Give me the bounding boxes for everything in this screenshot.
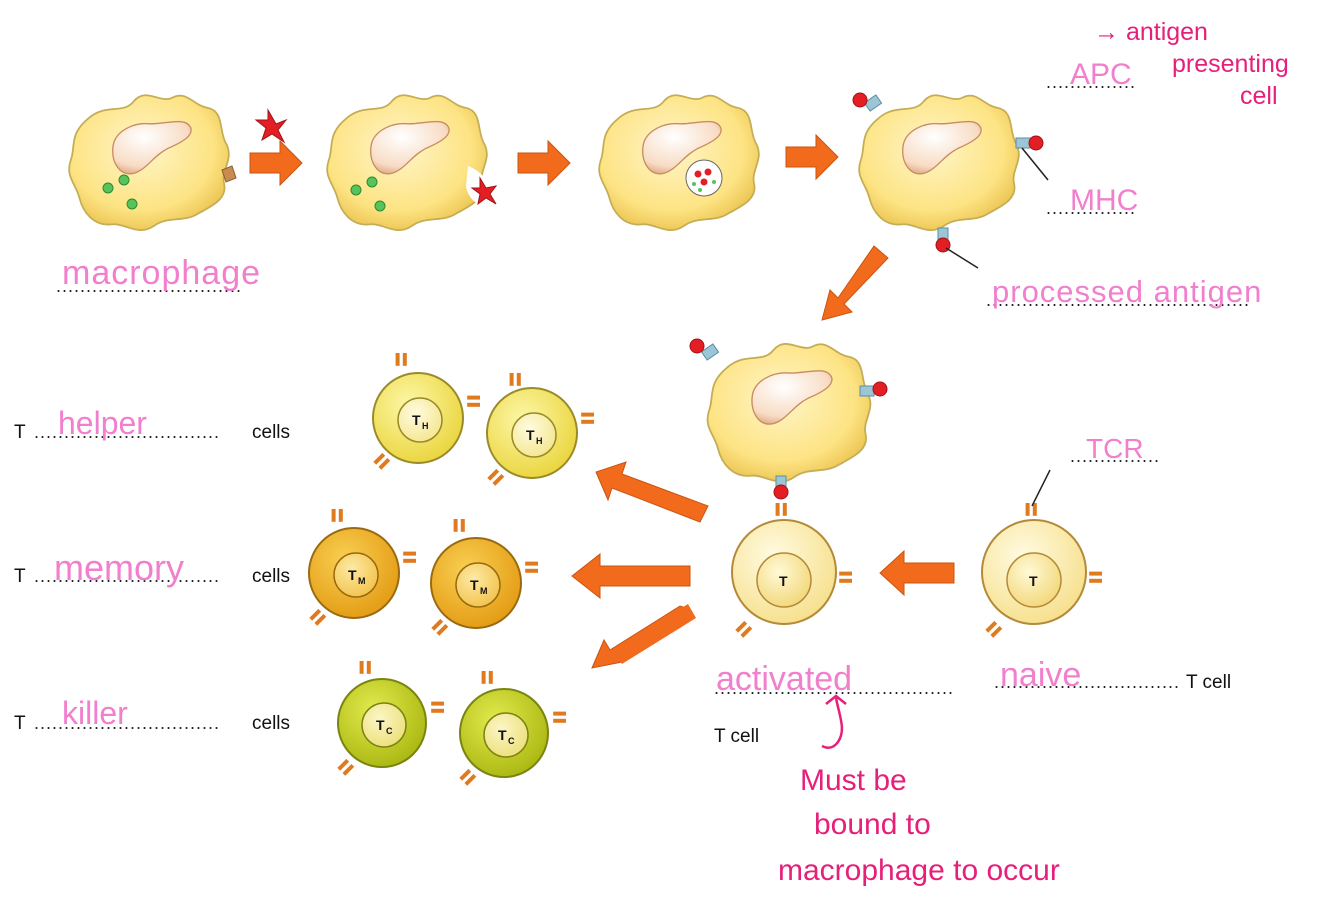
helper-t-prefix: T (14, 422, 26, 443)
label-memory: memory (54, 547, 184, 588)
t-cell-naive-letter: T (1029, 573, 1038, 589)
t-killer-cell-2: T C (459, 671, 566, 786)
t-helper-2-sub: H (536, 436, 543, 446)
apc-note-3: cell (1240, 82, 1278, 110)
t-killer-1-letter: T (376, 717, 385, 733)
label-apc: APC (1070, 58, 1132, 91)
apc-note-1: → antigen (1094, 18, 1208, 46)
dots-processed-antigen: ........................................… (986, 290, 1250, 310)
t-killer-1-sub: C (386, 726, 393, 736)
dots-macrophage: ............................... (56, 276, 242, 296)
arrow-to-killer (591, 604, 696, 669)
macrophage-stage-2 (326, 94, 498, 232)
dots-apc: ............... (1046, 72, 1136, 92)
apc-note-2: presenting (1172, 50, 1289, 78)
dots-killer: ............................... (34, 713, 220, 733)
dots-mhc: ............... (1046, 198, 1136, 218)
arrow-to-helper (595, 461, 709, 523)
t-killer-cell-1: T C (337, 661, 444, 776)
note-line-1: Must be (800, 764, 907, 797)
t-killer-2-letter: T (498, 727, 507, 743)
t-memory-cell-1: T M (308, 509, 416, 626)
label-activated: activated (716, 660, 852, 698)
label-macrophage: macrophage (62, 254, 261, 292)
arrow-1 (249, 139, 303, 187)
killer-t-prefix: T (14, 713, 26, 734)
dots-naive: ............................... (994, 672, 1180, 692)
t-memory-1-letter: T (348, 567, 357, 583)
dots-helper: ............................... (34, 422, 220, 442)
t-helper-cell-1: T H (372, 353, 480, 470)
t-cell-naive: T (981, 469, 1102, 638)
arrow-3 (785, 133, 839, 181)
arrow-2 (517, 139, 571, 187)
label-tcr: TCR (1086, 433, 1144, 464)
t-killer-2-sub: C (508, 736, 515, 746)
label-killer: killer (62, 695, 128, 731)
apc-bound (689, 338, 888, 500)
antigen-star (254, 108, 288, 144)
label-mhc: MHC (1070, 184, 1138, 217)
note-bracket (821, 694, 847, 749)
t-memory-cell-2: T M (430, 519, 538, 636)
naive-t-cell: T cell (1186, 672, 1231, 693)
t-memory-1-sub: M (358, 576, 366, 586)
note-line-2: bound to (814, 808, 931, 841)
activated-t-cell: T cell (714, 726, 759, 747)
label-processed-antigen: processed antigen (992, 274, 1262, 309)
label-helper: helper (58, 405, 147, 441)
memory-t-prefix: T (14, 566, 26, 587)
arrow-to-memory (571, 552, 691, 600)
t-cell-activated-letter: T (779, 573, 788, 589)
macrophage-stage-3 (598, 94, 760, 232)
arrow-down (821, 245, 889, 321)
t-memory-2-letter: T (470, 577, 479, 593)
dots-activated: ........................................ (714, 678, 954, 698)
t-helper-cell-2: T H (486, 373, 594, 486)
note-line-3: macrophage to occur (778, 854, 1060, 887)
t-helper-1-letter: T (412, 412, 421, 428)
t-helper-1-sub: H (422, 421, 429, 431)
arrow-naive-to-activated (879, 549, 955, 597)
dots-tcr: ............... (1070, 446, 1160, 466)
memory-cells-suffix: cells (252, 566, 290, 587)
t-memory-2-sub: M (480, 586, 488, 596)
macrophage-stage-1 (68, 94, 237, 232)
t-helper-2-letter: T (526, 427, 535, 443)
macrophage-apc (852, 92, 1049, 269)
label-naive: naive (1000, 656, 1081, 694)
dots-memory: ............................... (34, 566, 220, 586)
t-cell-activated: T (731, 503, 852, 638)
helper-cells-suffix: cells (252, 422, 290, 443)
killer-cells-suffix: cells (252, 713, 290, 734)
